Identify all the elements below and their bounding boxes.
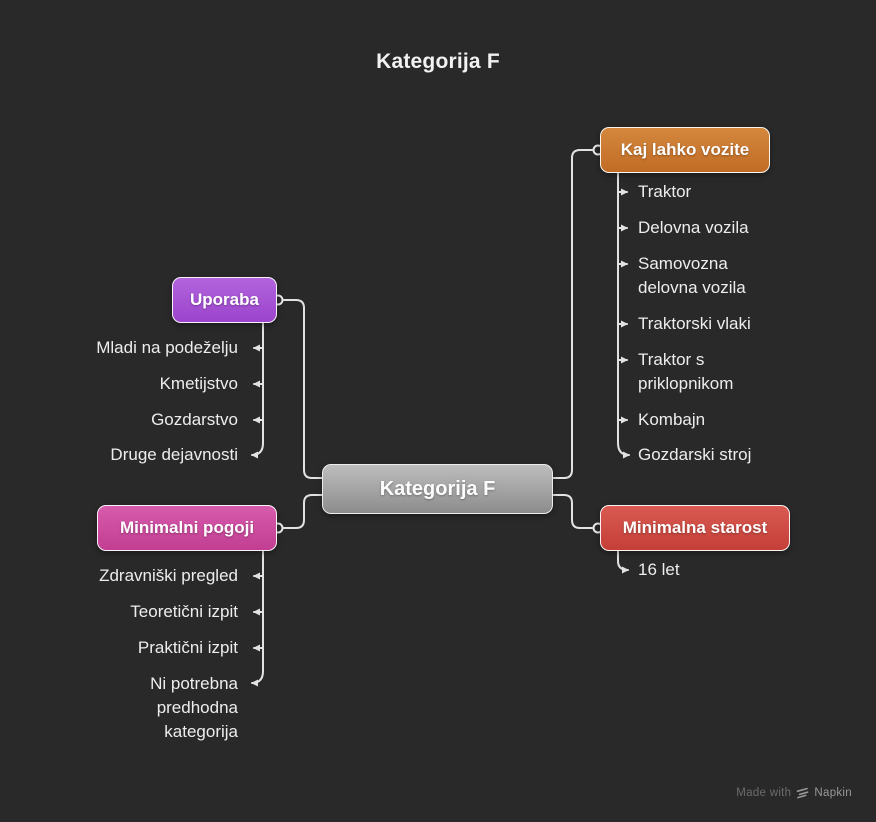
leaf-samovozna-delovna-vozila: Samovozna delovna vozila (638, 254, 746, 297)
leaf-teoreticni-izpit: Teoretični izpit (130, 602, 238, 621)
page-title: Kategorija F (376, 50, 500, 73)
leaf-ni-potrebna-predhodna-kategorija: Ni potrebna predhodna kategorija (150, 674, 238, 741)
list-spines-and-ticks (251, 172, 630, 687)
leaf-zdravniski-pregled: Zdravniški pregled (99, 566, 238, 585)
leaf-delovna-vozila: Delovna vozila (638, 218, 749, 237)
branch-node-kaj-lahko-vozite: Kaj lahko vozite (600, 127, 770, 173)
watermark-brand-label: Napkin (814, 787, 852, 799)
watermark-made-with-label: Made with (736, 787, 792, 799)
leaf-kmetijstvo: Kmetijstvo (159, 374, 238, 393)
branch-node-minimalna-starost: Minimalna starost (600, 505, 790, 551)
leaf-gozdarski-stroj: Gozdarski stroj (638, 445, 752, 464)
leaf-druge-dejavnosti: Druge dejavnosti (110, 445, 238, 464)
leaf-prakticni-izpit: Praktični izpit (137, 638, 238, 657)
branch-connectors (283, 149, 593, 529)
leaf-mladi-na-podezelju: Mladi na podeželju (96, 338, 238, 357)
leaf-gozdarstvo: Gozdarstvo (151, 410, 238, 429)
napkin-logo-icon (796, 787, 809, 799)
leaf-16-let: 16 let (638, 560, 680, 579)
leaf-traktorski-vlaki: Traktorski vlaki (638, 314, 751, 333)
center-node-kategorija-f: Kategorija F (322, 464, 553, 514)
leaf-kombajn: Kombajn (638, 410, 706, 429)
branch-node-minimalni-pogoji: Minimalni pogoji (97, 505, 277, 551)
leaf-traktor: Traktor (638, 182, 692, 201)
leaf-traktor-s-priklopnikom: Traktor s priklopnikom (638, 350, 734, 393)
napkin-watermark[interactable]: Made with Napkin (736, 787, 852, 799)
branch-node-uporaba: Uporaba (172, 277, 277, 323)
